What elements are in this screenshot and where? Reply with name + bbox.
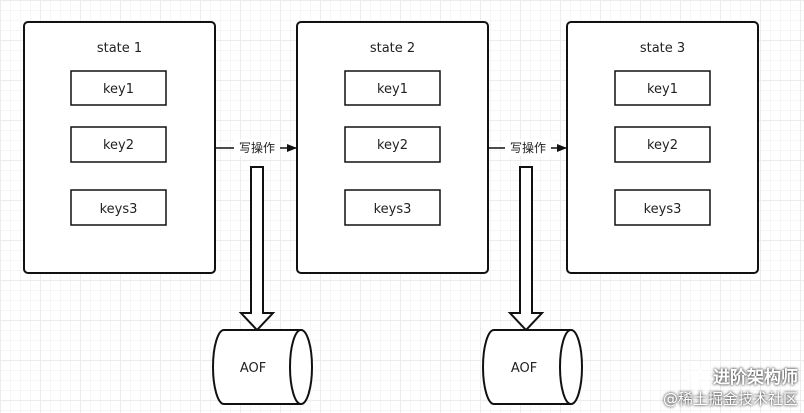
aof-2-label: AOF xyxy=(511,361,537,376)
state-1-key-2: key2 xyxy=(70,126,167,163)
write-arrow-2: 写操作 xyxy=(488,139,567,156)
state-3-key-1: key1 xyxy=(614,70,711,106)
state-3-title: state 3 xyxy=(640,41,685,56)
state-1-key-2-label: key2 xyxy=(103,138,134,153)
state-1-key-1-label: key1 xyxy=(103,82,134,97)
state-2-key-2-label: key2 xyxy=(377,138,408,153)
state-1-title: state 1 xyxy=(97,41,142,56)
state-box-3: state 3 key1 key2 keys3 xyxy=(566,21,759,274)
write-arrow-1-label: 写操作 xyxy=(239,140,275,155)
state-1-key-3: keys3 xyxy=(70,189,167,226)
state-2-key-2: key2 xyxy=(344,126,441,163)
state-1-key-3-label: keys3 xyxy=(100,202,138,217)
write-arrow-1: 写操作 xyxy=(215,139,297,156)
aof-cylinder-2: AOF xyxy=(482,329,583,405)
watermark-account: 进阶架构师 xyxy=(683,363,798,388)
aof-cylinder-1: AOF xyxy=(212,329,313,405)
state-box-1: state 1 key1 key2 keys3 xyxy=(23,21,216,274)
state-3-key-3-label: keys3 xyxy=(644,202,682,217)
write-arrow-2-label: 写操作 xyxy=(510,140,546,155)
wechat-icon xyxy=(683,365,709,385)
state-3-key-2-label: key2 xyxy=(647,138,678,153)
state-box-2: state 2 key1 key2 keys3 xyxy=(296,21,489,274)
watermark-line-2: @稀土掘金技术社区 xyxy=(662,390,798,408)
append-arrow-2 xyxy=(507,166,545,332)
state-2-key-1-label: key1 xyxy=(377,82,408,97)
watermark-line-1: 进阶架构师 xyxy=(713,368,798,388)
state-3-key-3: keys3 xyxy=(614,189,711,226)
aof-1-label: AOF xyxy=(240,361,266,376)
append-arrow-1 xyxy=(238,166,276,332)
state-2-title: state 2 xyxy=(370,41,415,56)
state-2-key-3-label: keys3 xyxy=(374,202,412,217)
watermark: 进阶架构师 @稀土掘金技术社区 xyxy=(663,363,798,409)
state-3-key-2: key2 xyxy=(614,126,711,163)
state-2-key-3: keys3 xyxy=(344,189,441,226)
state-2-key-1: key1 xyxy=(344,70,441,106)
state-3-key-1-label: key1 xyxy=(647,82,678,97)
state-1-key-1: key1 xyxy=(70,70,167,106)
